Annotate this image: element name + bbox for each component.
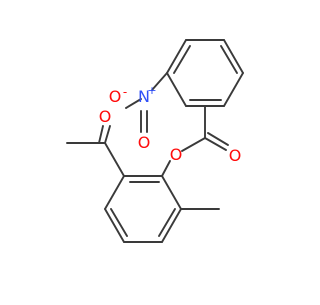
bond-inner <box>220 45 238 74</box>
atom-ester-o-single: O <box>170 145 183 164</box>
atom-ester-o-double: O <box>229 146 242 165</box>
structure-canvas: N + O - O O O O <box>66 39 244 243</box>
bond <box>181 137 206 152</box>
bond-inner <box>110 208 128 237</box>
bond <box>98 125 104 144</box>
bond <box>161 208 182 243</box>
atom-labels: N + O - O O O O <box>99 84 242 165</box>
bond <box>166 39 187 74</box>
bond <box>166 72 187 107</box>
atom-nitro-o-minus: O <box>109 87 122 106</box>
atom-ketone-o: O <box>99 107 112 126</box>
bond <box>151 72 168 91</box>
molecule-structure: N + O - O O O O <box>66 39 244 243</box>
bond <box>125 98 142 109</box>
bond <box>104 125 111 144</box>
bond <box>161 160 171 177</box>
bond-inner <box>158 208 176 237</box>
atom-nitro-o-double: O <box>138 133 151 152</box>
bond-inner <box>173 45 191 74</box>
atom-nitro-o-minus-charge: - <box>123 85 127 99</box>
bond <box>104 175 125 210</box>
atom-nitro-n-charge: + <box>147 84 156 97</box>
bonds <box>66 39 244 243</box>
atom-nitro-n: N <box>138 87 150 106</box>
bond <box>223 39 244 74</box>
bond <box>104 142 125 177</box>
bond <box>207 132 229 146</box>
bond <box>204 137 227 151</box>
bond <box>161 175 182 210</box>
bond <box>223 72 244 107</box>
bond <box>104 208 125 243</box>
